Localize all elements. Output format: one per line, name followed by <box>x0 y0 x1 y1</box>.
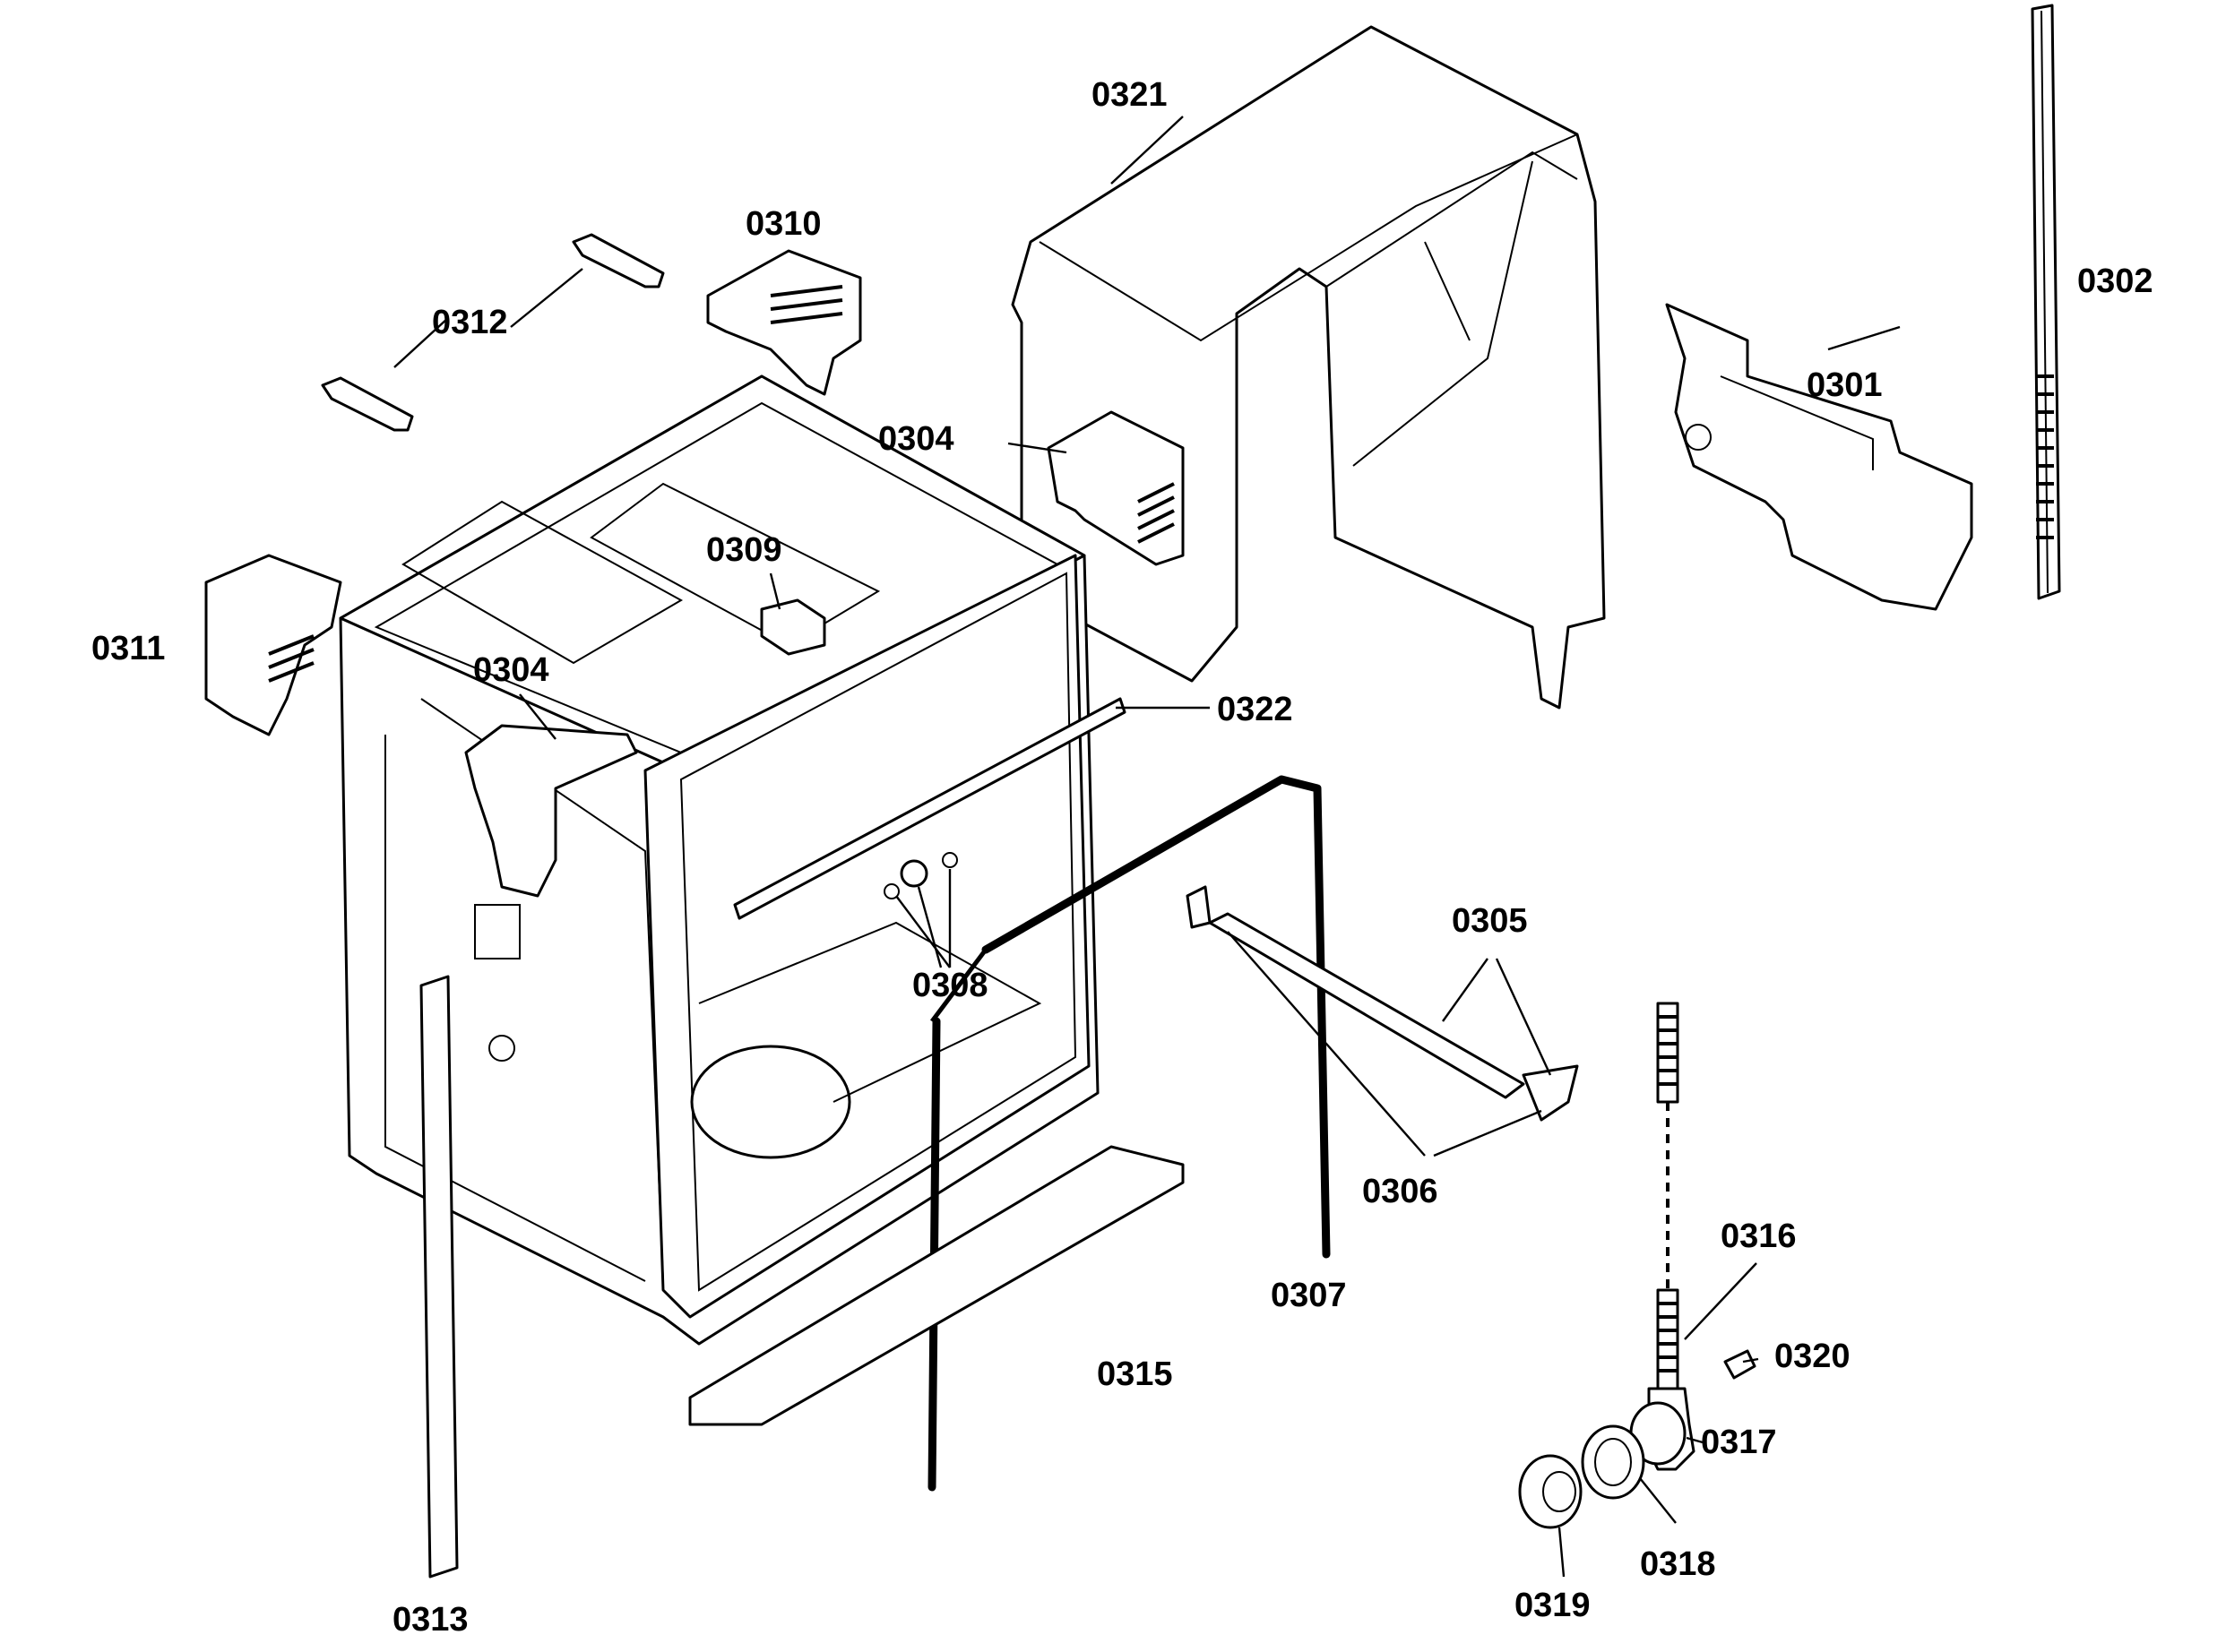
part-0322-strip <box>733 697 1126 920</box>
part-0305-rail <box>1186 885 1579 1122</box>
part-0311-connector <box>204 554 342 736</box>
part-0308-bushings <box>884 852 958 899</box>
leader-lines <box>393 116 1901 1578</box>
label-0301: 0301 <box>1807 366 1883 404</box>
part-tub <box>339 374 1100 1346</box>
part-0320-screw <box>1723 1349 1756 1380</box>
part-0313-strip <box>419 975 459 1579</box>
label-0313: 0313 <box>393 1601 469 1639</box>
label-0307: 0307 <box>1271 1277 1347 1314</box>
part-0302-strip <box>2031 4 2061 600</box>
label-0322: 0322 <box>1217 691 1293 728</box>
part-0315-cover <box>688 1145 1185 1426</box>
label-0318: 0318 <box>1640 1545 1716 1583</box>
part-0318-ring <box>1581 1424 1645 1500</box>
part-0304-bracket-left <box>464 724 638 898</box>
label-0304-left: 0304 <box>473 651 549 689</box>
part-0317-fitting <box>1629 1387 1695 1471</box>
part-0316-hose <box>1656 1002 1679 1390</box>
label-0315: 0315 <box>1097 1355 1173 1393</box>
label-0302: 0302 <box>2077 262 2153 300</box>
label-0317: 0317 <box>1701 1424 1777 1461</box>
part-0312-clip-top <box>572 233 665 288</box>
part-0309-clip <box>760 598 826 656</box>
label-0311: 0311 <box>91 630 165 667</box>
part-0319-cap <box>1518 1454 1583 1529</box>
part-0304-bracket-right <box>1047 410 1185 566</box>
label-0304-right: 0304 <box>878 420 954 458</box>
part-0321-cover <box>1011 25 1606 710</box>
part-0301-panel <box>1665 303 1973 611</box>
label-0308: 0308 <box>912 967 988 1004</box>
part-0310-connector <box>706 249 862 396</box>
label-0321: 0321 <box>1091 76 1168 114</box>
label-0316: 0316 <box>1721 1217 1797 1255</box>
part-0312-clip-bottom <box>321 376 414 432</box>
label-0310: 0310 <box>746 205 822 243</box>
label-0306: 0306 <box>1362 1173 1438 1210</box>
label-0309: 0309 <box>706 531 782 569</box>
label-0312: 0312 <box>432 304 508 341</box>
label-0319: 0319 <box>1514 1587 1591 1624</box>
part-labels: 0321 0310 0312 0302 0301 0304 0309 0311 … <box>91 76 2153 1639</box>
label-0305: 0305 <box>1452 902 1528 940</box>
label-0320: 0320 <box>1774 1338 1851 1375</box>
